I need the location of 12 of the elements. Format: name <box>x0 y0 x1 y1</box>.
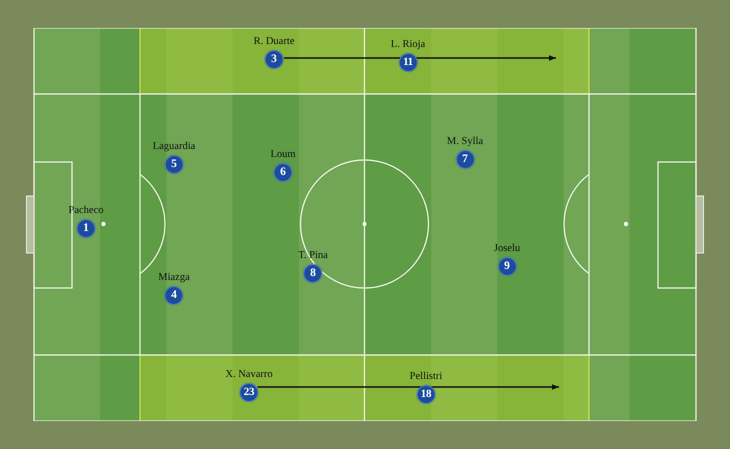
player-name: X. Navarro <box>225 369 273 381</box>
player-name: R. Duarte <box>254 36 294 48</box>
player-name: M. Sylla <box>446 136 484 148</box>
player-name: Pellistri <box>410 371 442 383</box>
player-name: Joselu <box>494 243 520 255</box>
player-name: Laguardia <box>152 141 196 153</box>
player-name: Loum <box>270 149 296 161</box>
player-name: L. Rioja <box>390 39 426 51</box>
player-name: Miazga <box>158 272 190 284</box>
arrow <box>284 55 556 61</box>
arrow <box>258 384 559 390</box>
player-name: T. Pina <box>298 250 328 262</box>
